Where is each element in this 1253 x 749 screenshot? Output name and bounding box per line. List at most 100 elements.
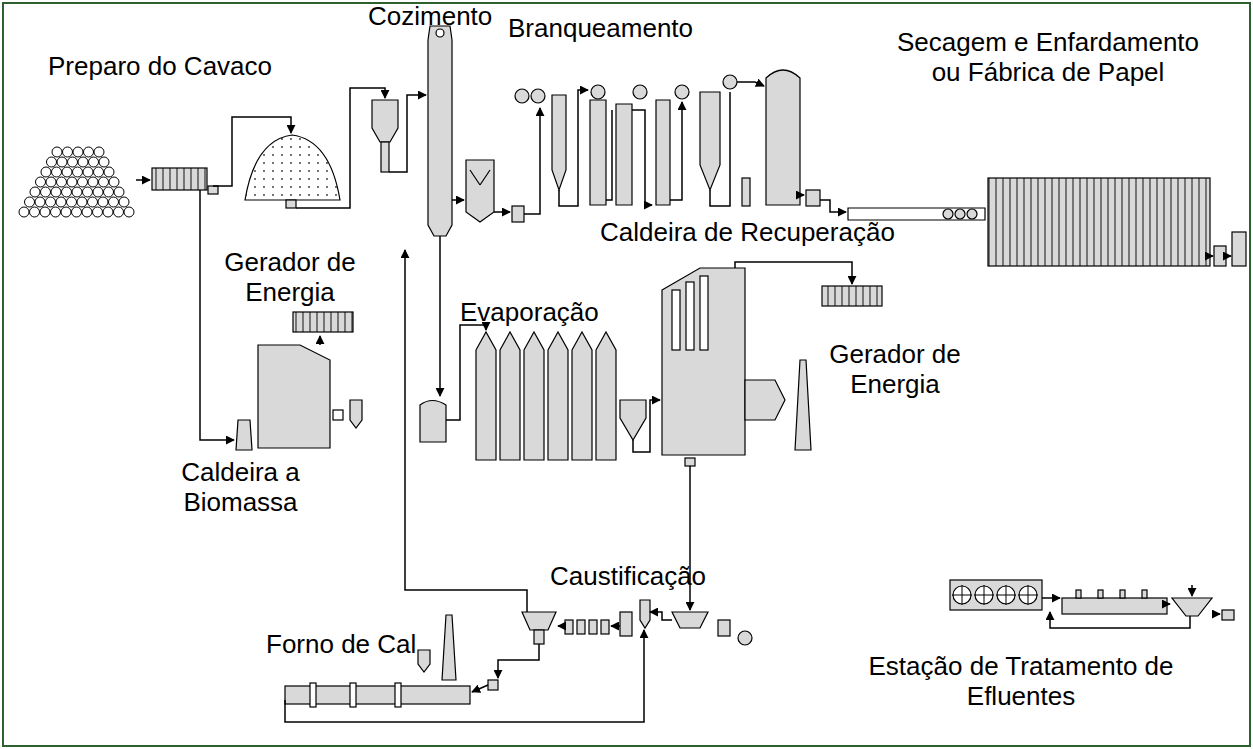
log [72,207,82,217]
log [51,207,61,217]
flow-arrow [452,199,464,201]
biomass-feeder [236,420,252,450]
flow-arrow [1191,585,1193,596]
digester [428,26,452,236]
chip-screen [208,186,218,194]
log [51,187,61,197]
secondary-clarifier [1172,598,1212,616]
bleach-tower [616,104,632,205]
log [104,167,114,177]
evaporator-effect [476,332,496,460]
log [40,207,50,217]
turbo-generator [293,312,353,332]
log [30,207,40,217]
log [62,167,72,177]
flow-line [710,92,730,206]
log [98,197,108,207]
section-label: Caustificação [550,562,706,592]
flow-arrow [735,262,852,284]
log [67,197,77,207]
log [104,187,114,197]
flow-arrow [737,82,764,86]
dryer [988,178,1210,266]
biomass-boiler [258,345,330,448]
log [114,187,124,197]
flow-arrow [559,90,588,206]
washer-drum [723,75,737,89]
section-label: Preparo do Cavaco [48,52,272,82]
log [83,167,93,177]
section-label: Evaporação [460,298,599,328]
treated-outlet [1222,610,1234,620]
dregs-tank [718,620,730,636]
bleach-tower [590,100,606,205]
flow-arrow [498,644,539,678]
flow-arrow [800,194,804,196]
log [103,207,113,217]
flow-arrow [200,190,234,440]
log [72,187,82,197]
log [109,197,119,207]
flow-arrow [1167,603,1170,605]
green-liquor-clarifier [672,612,708,628]
log [99,157,109,167]
smelt-spout [685,458,695,466]
blow-tank [466,160,494,222]
bleach-tower [700,92,720,190]
kiln-precipitator [418,650,430,672]
pile-reclaimer [286,200,296,208]
cooling-tower [950,580,1042,610]
washer-drum [591,85,605,99]
turbo-generator [822,286,882,306]
white-liquor-clarifier [522,612,556,630]
log [19,207,29,217]
chip-pile [245,135,340,200]
evaporator-effect [524,332,544,460]
log [41,167,51,177]
flow-arrow [558,625,565,627]
flow-arrow [633,400,660,452]
section-label: Gerador de Energia [215,248,365,308]
log [35,197,45,207]
log [25,197,35,207]
flow-arrow [611,625,620,627]
log [62,187,72,197]
bale [1214,246,1226,266]
log [46,197,56,207]
pulp-tank [512,206,524,222]
evaporator-effect [572,332,592,460]
flow-arrow [213,117,291,186]
log [47,157,57,167]
log [61,207,71,217]
bleach-tower [656,100,670,205]
stack [795,360,811,450]
log [57,157,67,167]
log [82,207,92,217]
flow-arrow [446,325,486,420]
log [99,177,109,187]
log-pile [19,147,134,217]
chip-feeder [381,142,389,172]
sludge-return-arrow [1050,612,1190,628]
log [77,197,87,207]
pulp-tank [806,190,820,206]
log [36,177,46,187]
log [78,177,88,187]
chipper [152,168,207,190]
washer-drum [531,89,545,103]
section-label: Secagem e Enfardamento ou Fábrica de Pap… [888,28,1208,88]
log [93,207,103,217]
recovery-boiler [662,268,745,455]
washer-drum [515,89,529,103]
black-liquor-tank [420,401,446,443]
evaporator-effect [500,332,520,460]
lime-silo [640,600,650,628]
mud-filter [488,680,498,690]
frame [3,3,1250,746]
evaporator-effect [548,332,568,460]
concentrator-cyclone [620,400,646,440]
log [89,157,99,167]
section-label: Branqueamento [508,14,693,44]
log [68,157,78,167]
